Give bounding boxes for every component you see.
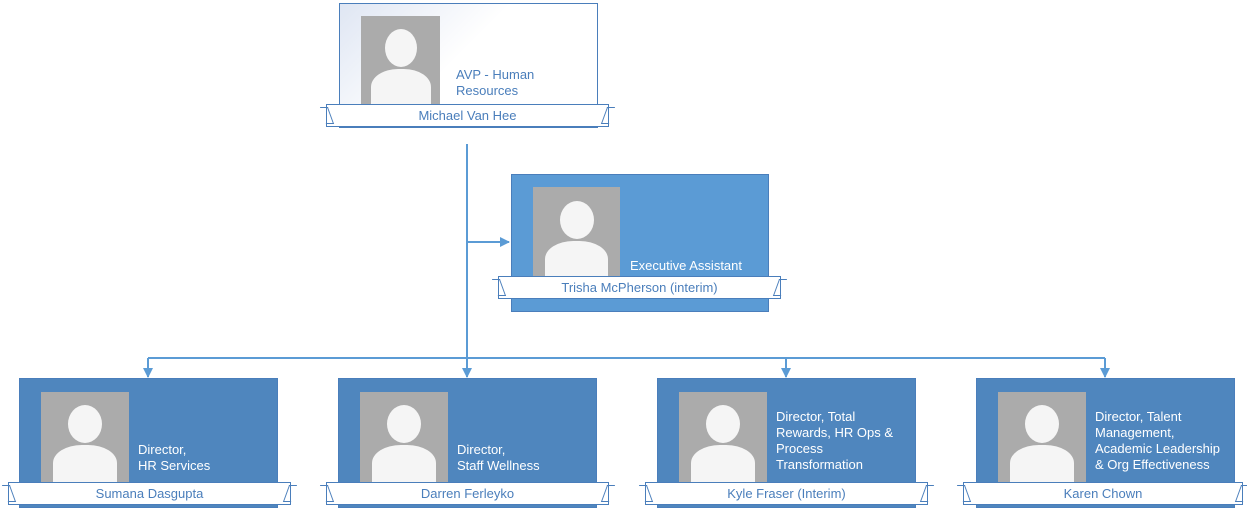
director-name: Karen Chown: [963, 482, 1243, 505]
person-placeholder-icon: [679, 392, 767, 482]
person-placeholder-icon: [998, 392, 1086, 482]
person-placeholder-icon: [41, 392, 129, 482]
manager-name: Michael Van Hee: [326, 104, 609, 127]
person-placeholder-icon: [361, 16, 440, 107]
assistant-title: Executive Assistant: [630, 258, 742, 273]
director-name: Darren Ferleyko: [326, 482, 609, 505]
director-title: Director, Staff Wellness: [457, 442, 540, 473]
director-name: Sumana Dasgupta: [8, 482, 291, 505]
assistant-name: Trisha McPherson (interim): [498, 276, 781, 299]
person-placeholder-icon: [533, 187, 620, 279]
director-title: Director, Talent Management, Academic Le…: [1095, 409, 1221, 472]
person-placeholder-icon: [360, 392, 448, 482]
director-title: Director, HR Services: [138, 442, 211, 473]
manager-title: AVP - Human Resources: [456, 67, 535, 98]
director-name: Kyle Fraser (Interim): [645, 482, 928, 505]
director-title: Director, Total Rewards, HR Ops & Proces…: [776, 409, 894, 472]
